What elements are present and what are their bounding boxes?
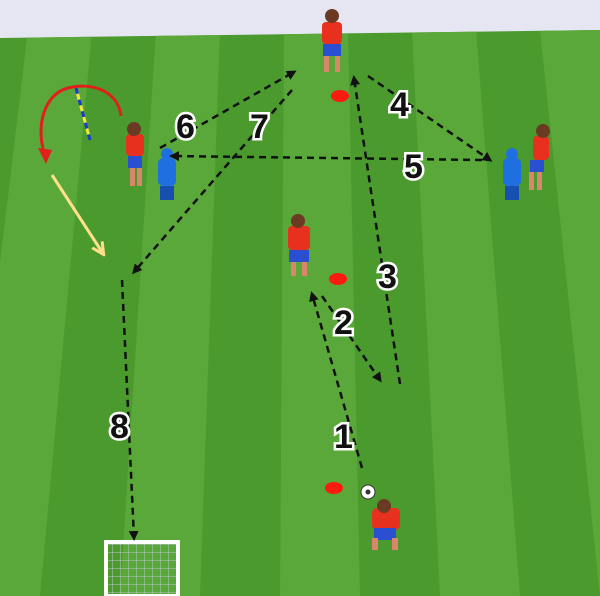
- label-3: 3: [378, 258, 397, 296]
- player-bottom: [372, 499, 400, 550]
- mannequin-right: [503, 148, 521, 200]
- player-middle: [288, 214, 310, 276]
- label-2: 2: [334, 304, 353, 342]
- grass-stripe: [540, 30, 600, 596]
- arrow-6: [159, 70, 297, 150]
- label-4: 4: [390, 86, 409, 124]
- cone: [331, 90, 349, 102]
- pole-icon: [74, 87, 92, 141]
- arrow-4: [367, 74, 493, 162]
- cone: [325, 482, 343, 494]
- label-5: 5: [404, 148, 423, 186]
- cones: [325, 90, 349, 494]
- label-6: 6: [176, 108, 195, 146]
- curved-run-arrowhead: [38, 148, 52, 164]
- label-1: 1: [334, 418, 353, 456]
- arrow-7: [132, 89, 293, 275]
- mannequin-left: [158, 148, 176, 200]
- grass-stripe: [120, 30, 220, 596]
- goal-icon: [104, 540, 180, 596]
- grass-stripe: [412, 30, 520, 596]
- curved-run: [39, 84, 123, 153]
- player-right: [529, 124, 550, 190]
- grass-stripe: [0, 30, 92, 596]
- dribble-arrow: [50, 174, 102, 252]
- arrow-1: [309, 291, 364, 469]
- label-7: 7: [250, 108, 269, 146]
- pole: [74, 87, 92, 141]
- player-left: [126, 122, 144, 186]
- grass-stripe: [280, 30, 360, 596]
- football-icon: [360, 484, 376, 500]
- arrow-5: [169, 151, 483, 162]
- arrows: [120, 70, 493, 541]
- cone: [329, 273, 347, 285]
- label-8: 8: [110, 408, 129, 446]
- arrow-2: [320, 295, 382, 383]
- arrow-3: [350, 75, 402, 385]
- player-top: [322, 9, 342, 72]
